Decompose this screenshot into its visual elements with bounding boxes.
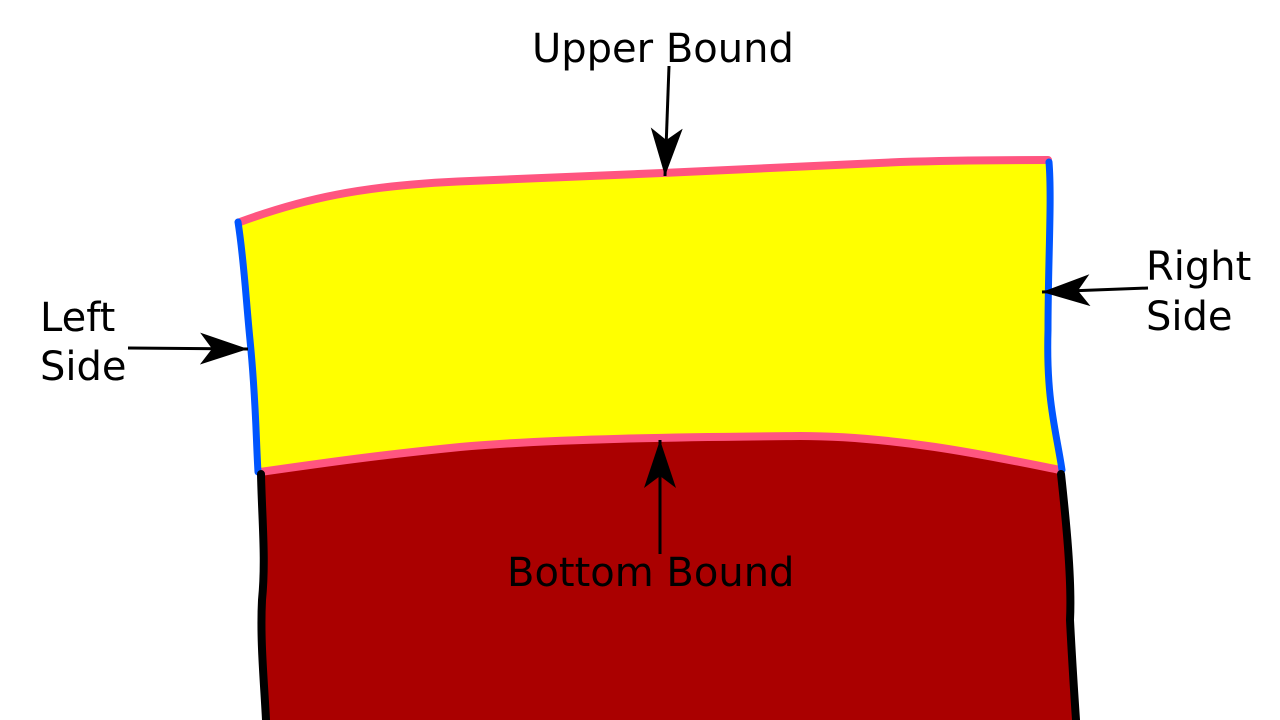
right-side-label-line1: Right xyxy=(1146,244,1251,290)
lower-right-edge xyxy=(1057,470,1080,720)
right-side-label-line2: Side xyxy=(1146,294,1233,340)
left-side-label-line1: Left xyxy=(40,295,115,341)
right-side-arrow xyxy=(1041,274,1149,307)
right-side-line xyxy=(1044,158,1066,474)
left-side-line xyxy=(234,218,262,476)
bottom-bound-line xyxy=(256,431,1064,476)
lower-region xyxy=(260,436,1074,720)
band-region xyxy=(240,160,1060,472)
left-side-label-line2: Side xyxy=(40,344,127,390)
lower-left-edge xyxy=(257,470,270,720)
left-side-arrow xyxy=(127,332,249,365)
bottom-bound-label: Bottom Bound xyxy=(507,550,794,596)
upper-bound-label: Upper Bound xyxy=(532,26,794,72)
upper-bound-arrow xyxy=(650,65,683,177)
